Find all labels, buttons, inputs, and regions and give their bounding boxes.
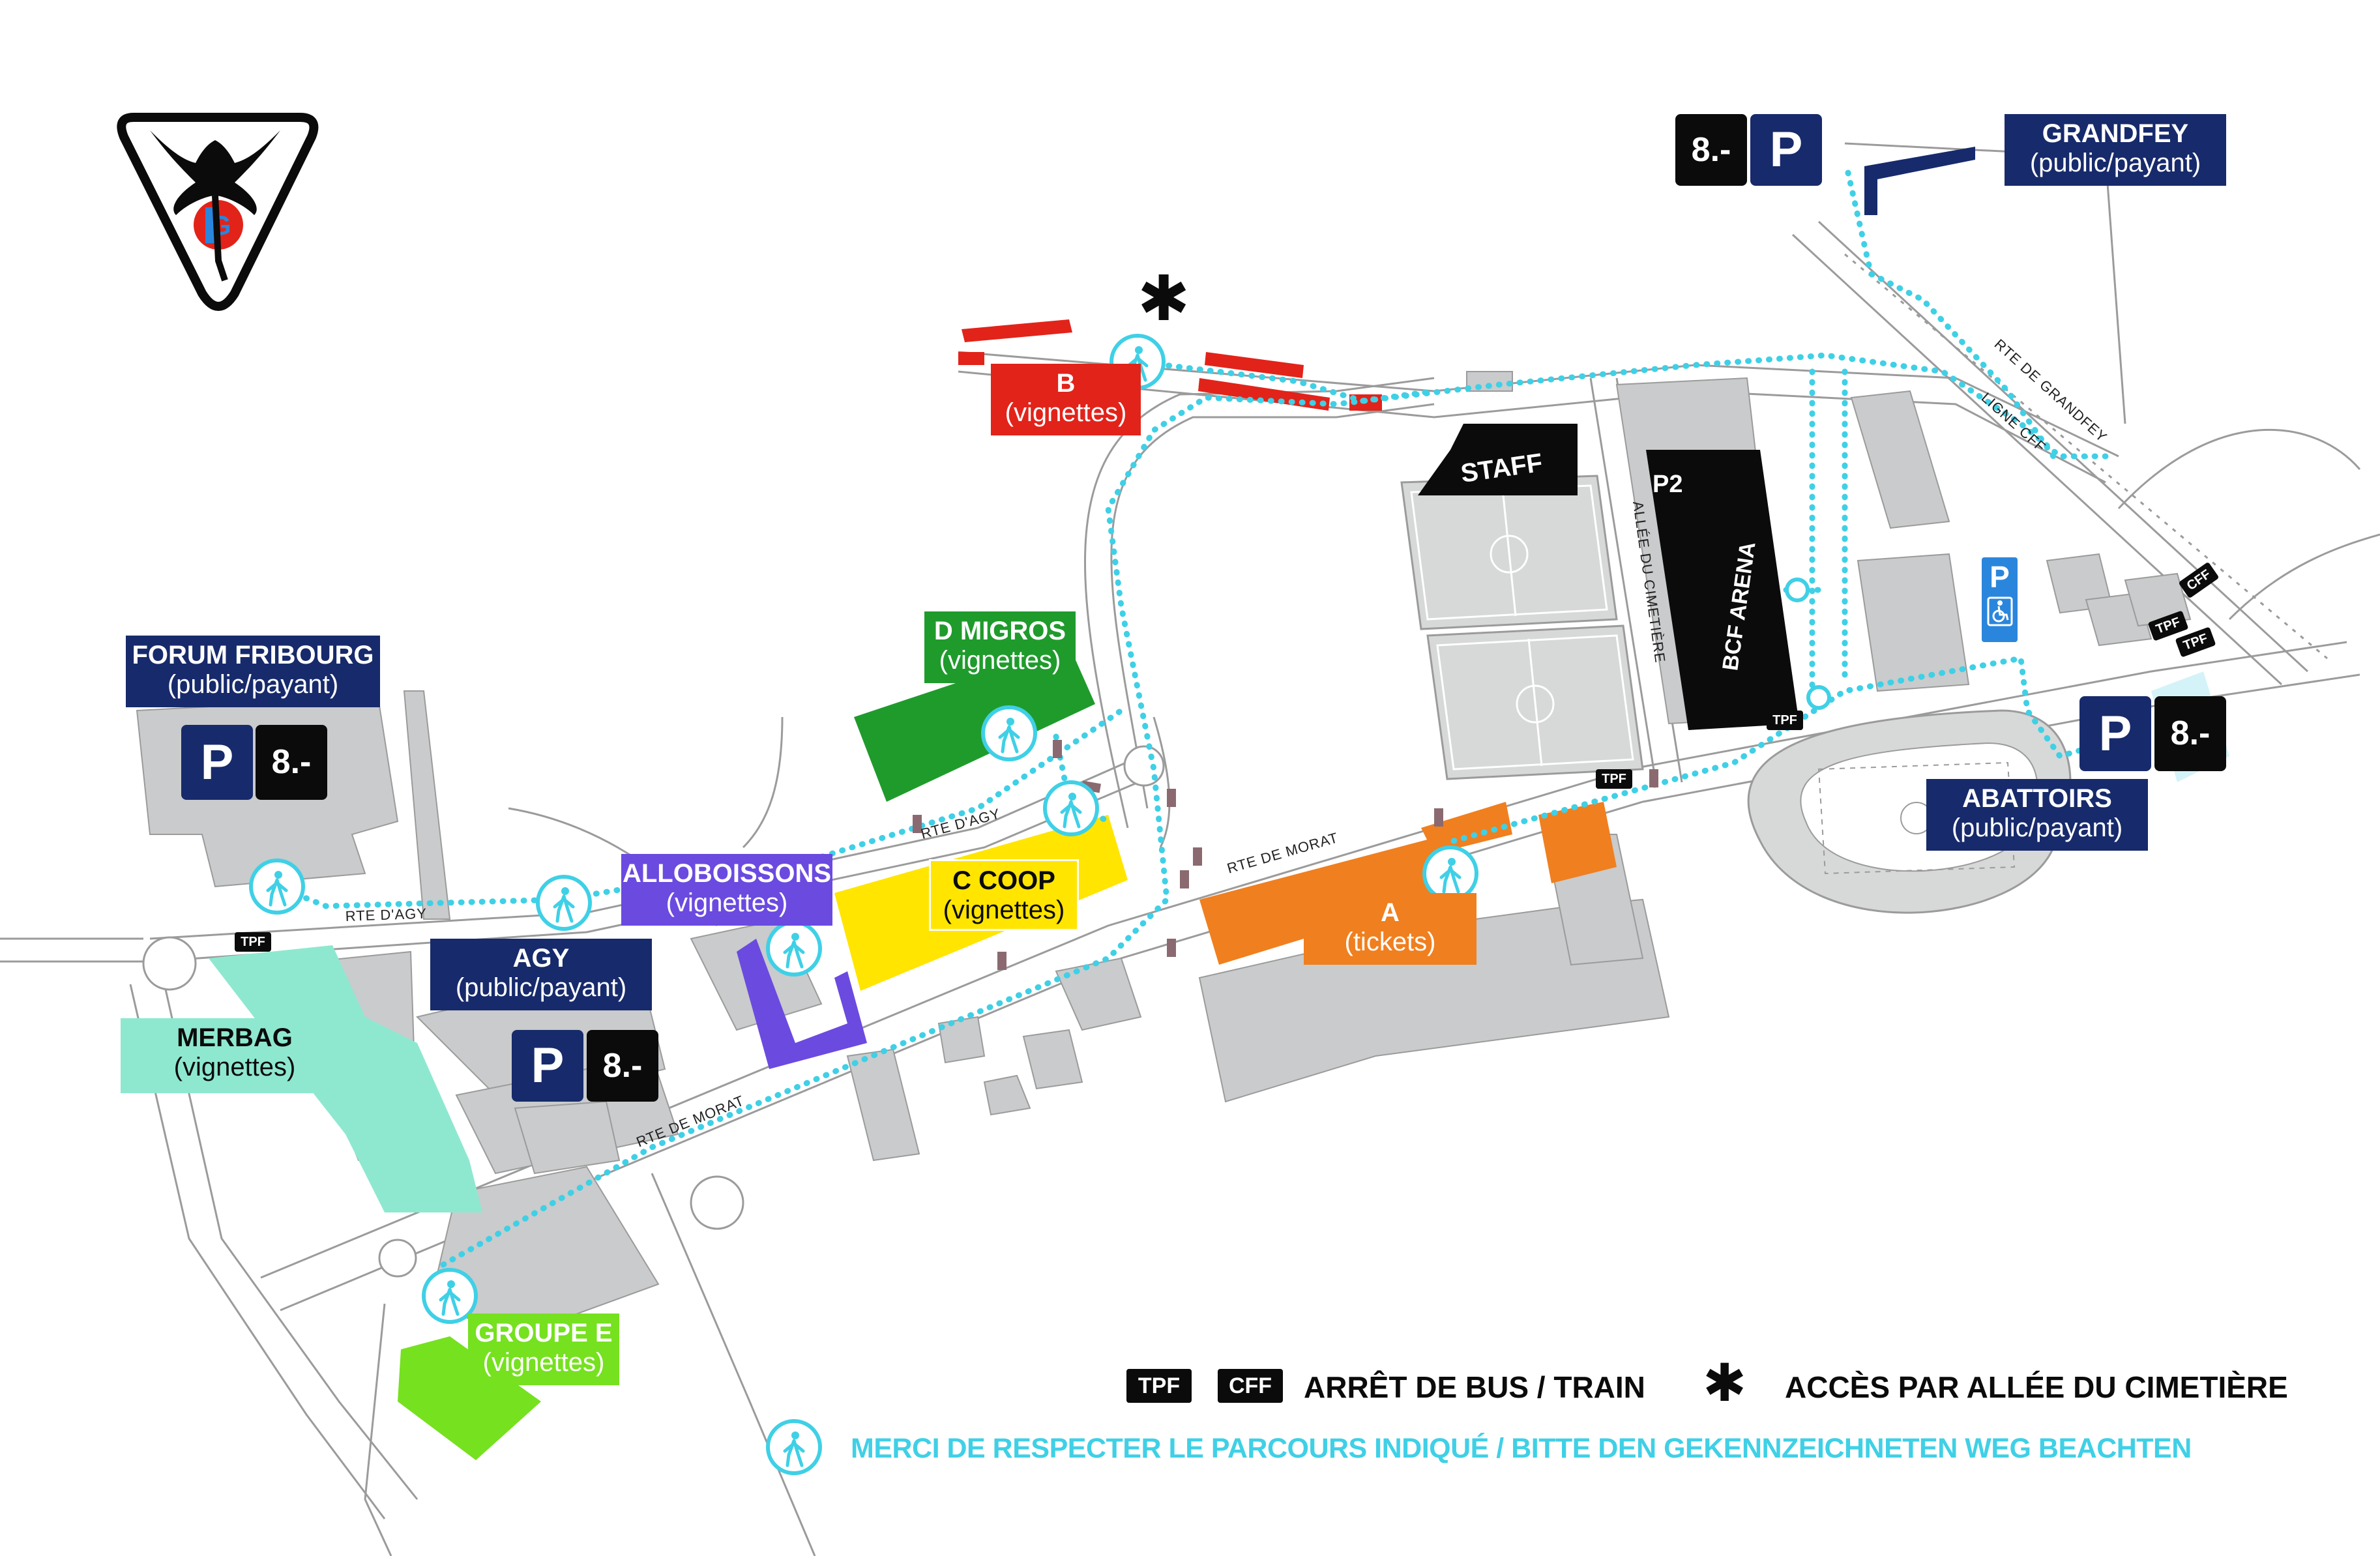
disabled-p-letter: P — [1990, 560, 2010, 594]
parking-alloboissons-area — [737, 939, 867, 1069]
parking-d-area — [854, 645, 1095, 802]
parking-a-area-2 — [1421, 802, 1512, 854]
abattoirs-p-sign: P — [2079, 696, 2151, 771]
tpf-stop-arena: TPF — [1767, 711, 1803, 730]
parking-merbag-label[interactable]: MERBAG (vignettes) — [121, 1018, 349, 1093]
p2-label: P2 — [1653, 471, 1682, 498]
parking-abattoirs-sub: (public/payant) — [1951, 813, 2123, 842]
football-fields — [1400, 475, 1644, 780]
parking-merbag-sub: (vignettes) — [173, 1052, 296, 1081]
forum-price: 8.- — [256, 725, 327, 800]
roundabout-center — [1123, 745, 1165, 787]
parking-c-sub: (vignettes) — [943, 895, 1065, 924]
parking-b-sub: (vignettes) — [1005, 398, 1127, 427]
parking-d-label[interactable]: D MIGROS (vignettes) — [924, 611, 1076, 683]
legend-cff-tag: CFF — [1218, 1369, 1283, 1403]
parking-c-label[interactable]: C COOP (vignettes) — [929, 859, 1079, 931]
parking-b-label[interactable]: B (vignettes) — [991, 364, 1141, 435]
parking-groupe-e-name: GROUPE E — [475, 1319, 613, 1347]
parking-alloboissons-sub: (vignettes) — [666, 888, 788, 917]
hc-fribourg-gotteron-logo: G — [117, 113, 319, 311]
route-node-2 — [1806, 685, 1831, 710]
parking-grandfey-area — [1864, 147, 1975, 215]
legend-tpf-tag: TPF — [1126, 1369, 1192, 1403]
parking-a-name: A — [1381, 898, 1400, 927]
parking-alloboissons-label[interactable]: ALLOBOISSONS (vignettes) — [621, 854, 832, 926]
forum-p-sign: P — [181, 725, 253, 800]
parking-b-area — [958, 319, 1382, 411]
parking-groupe-e-label[interactable]: GROUPE E (vignettes) — [468, 1314, 619, 1385]
roundabout-west — [142, 936, 197, 991]
legend-pedestrian-icon — [766, 1419, 822, 1475]
parking-b-name: B — [1056, 369, 1076, 398]
grandfey-p-sign: P — [1750, 114, 1822, 186]
parking-agy-sub: (public/payant) — [455, 973, 627, 1002]
parking-merbag-name: MERBAG — [177, 1023, 293, 1052]
roundabout-south — [378, 1239, 417, 1278]
grandfey-price: 8.- — [1675, 114, 1747, 186]
parking-a-area-3 — [1538, 802, 1617, 883]
parking-agy-name: AGY — [512, 944, 570, 973]
parking-d-sub: (vignettes) — [939, 645, 1061, 675]
roundabout-morat — [690, 1175, 744, 1230]
bcf-arena-building — [1646, 450, 1799, 730]
parking-forum-name: FORUM FRIBOURG — [132, 641, 374, 669]
parking-c-name: C COOP — [952, 866, 1055, 895]
tpf-stop-agy: TPF — [235, 932, 271, 952]
legend-asterisk: ✱ — [1703, 1353, 1747, 1413]
road-label-rte-agy-1: RTE D'AGY — [345, 905, 427, 924]
parking-a-label[interactable]: A (tickets) — [1304, 893, 1476, 965]
parking-grandfey-sub: (public/payant) — [2029, 148, 2201, 177]
parking-groupe-e-sub: (vignettes) — [482, 1347, 605, 1377]
wheelchair-icon — [1987, 596, 2012, 626]
parking-abattoirs-name: ABATTOIRS — [1962, 784, 2112, 813]
legend-route-note: MERCI DE RESPECTER LE PARCOURS INDIQUÉ /… — [851, 1433, 2192, 1464]
parking-abattoirs-label[interactable]: ABATTOIRS (public/payant) — [1926, 779, 2148, 851]
parking-forum-label[interactable]: FORUM FRIBOURG (public/payant) — [126, 636, 380, 707]
route-node-1 — [1785, 578, 1810, 602]
parking-a-sub: (tickets) — [1344, 927, 1436, 956]
agy-p-sign: P — [512, 1030, 583, 1102]
disabled-parking-sign: P — [1982, 557, 2018, 642]
legend-access: ACCÈS PAR ALLÉE DU CIMETIÈRE — [1785, 1370, 2288, 1404]
parking-d-name: D MIGROS — [933, 617, 1066, 645]
agy-price: 8.- — [587, 1030, 658, 1102]
tpf-stop-morat: TPF — [1596, 769, 1632, 789]
parking-agy-label[interactable]: AGY (public/payant) — [430, 939, 652, 1010]
access-asterisk: ✱ — [1138, 262, 1190, 335]
parking-grandfey-name: GRANDFEY — [2042, 119, 2189, 148]
parking-forum-sub: (public/payant) — [167, 669, 339, 699]
parking-groupe-e-area — [398, 1336, 541, 1460]
staff-area — [1418, 424, 1578, 495]
parking-grandfey-label[interactable]: GRANDFEY (public/payant) — [2005, 114, 2226, 186]
legend-bus-train: ARRÊT DE BUS / TRAIN — [1304, 1370, 1645, 1404]
abattoirs-price: 8.- — [2154, 696, 2226, 771]
parking-alloboissons-name: ALLOBOISSONS — [622, 859, 832, 888]
